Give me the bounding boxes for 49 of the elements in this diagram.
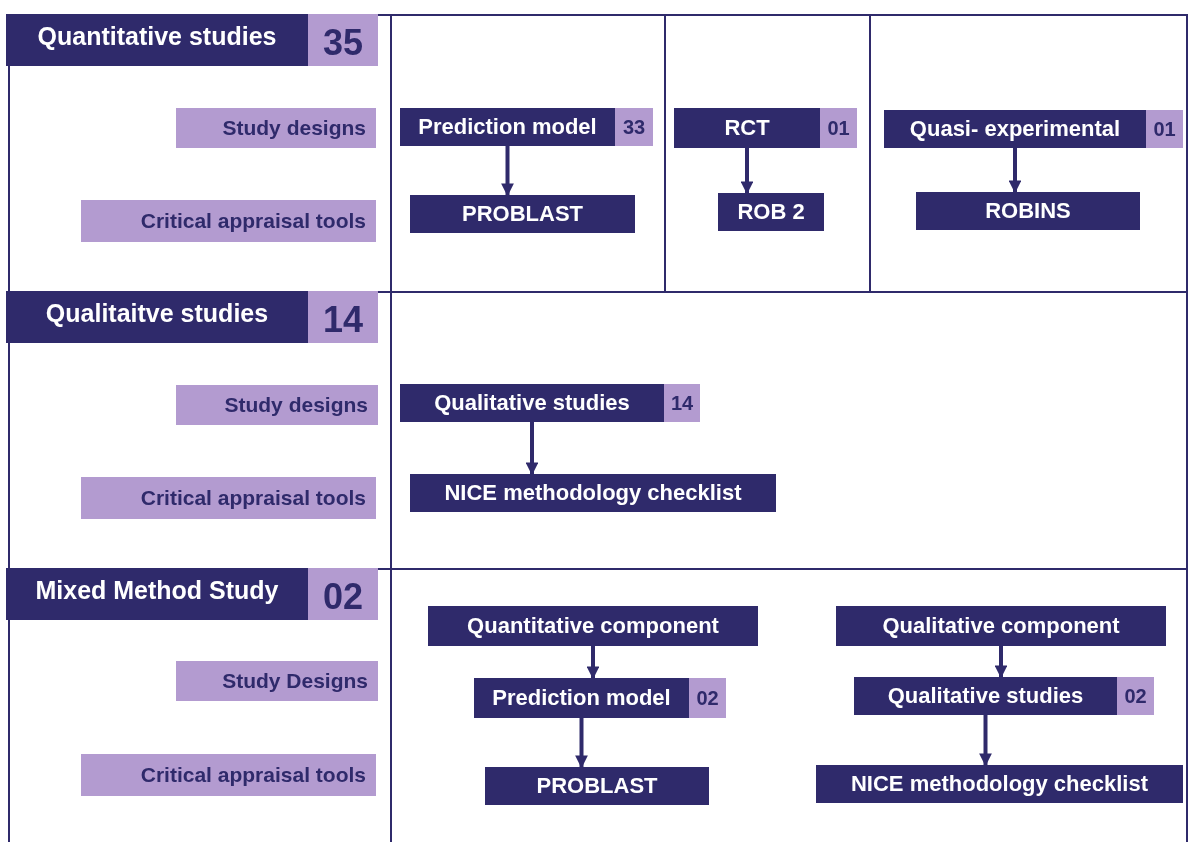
section-title: Quantitative studies [36,21,278,52]
process-box: Qualitative component [836,606,1166,646]
box-label: Qualitative studies [433,389,631,417]
count-badge: 14 [664,384,700,422]
count-badge: 02 [1117,677,1154,715]
count-badge: 02 [308,568,378,620]
process-box: PROBLAST [485,767,709,805]
process-box: ROBINS [916,192,1140,230]
arrow [1008,148,1022,194]
arrow [501,146,514,197]
arrow [586,646,600,680]
arrow [979,715,992,767]
arrow [740,148,754,195]
arrow [575,718,588,769]
process-box: Quantitative component [428,606,758,646]
section-header [6,568,378,620]
count-badge: 33 [615,108,653,146]
process-box [854,677,1154,715]
count-badge: 35 [308,14,378,66]
process-box: ROB 2 [718,193,824,231]
section-header [6,291,378,343]
box-label: Prediction model [491,684,672,712]
category-label: Critical appraisal tools [81,477,376,519]
box-label: Quasi- experimental [908,115,1122,143]
category-label: Study designs [176,385,378,425]
arrow [525,422,539,476]
process-box [400,384,700,422]
count-badge: 02 [689,678,726,718]
process-box [884,110,1183,148]
process-box [674,108,857,148]
category-label: Study designs [176,108,376,148]
process-box [474,678,726,718]
count-badge: 01 [820,108,857,148]
category-label: Critical appraisal tools [81,754,376,796]
arrow [994,646,1008,679]
box-label: Prediction model [417,113,598,141]
box-label: RCT [723,114,771,142]
section-title: Mixed Method Study [34,575,280,606]
process-box: NICE methodology checklist [816,765,1183,803]
process-box: NICE methodology checklist [410,474,776,512]
process-box [400,108,653,146]
section-header [6,14,378,66]
category-label: Critical appraisal tools [81,200,376,242]
count-badge: 01 [1146,110,1183,148]
count-badge: 14 [308,291,378,343]
box-label: Qualitative studies [886,682,1085,710]
category-label: Study Designs [176,661,378,701]
process-box: PROBLAST [410,195,635,233]
section-title: Qualitaitve studies [44,298,270,329]
